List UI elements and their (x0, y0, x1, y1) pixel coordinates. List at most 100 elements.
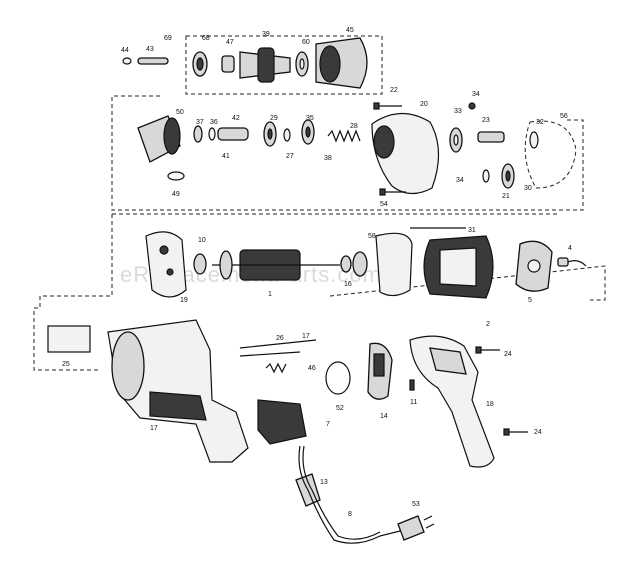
callout-10: 10 (198, 237, 206, 244)
callout-19: 19 (180, 297, 188, 304)
part-37-washer (193, 125, 203, 143)
part-2-field (423, 235, 494, 299)
callout-7: 7 (326, 421, 330, 428)
part-47-collar (221, 55, 235, 73)
callout-24: 24 (504, 351, 512, 358)
part-26-switch-link (239, 339, 317, 357)
part-44-ring (122, 57, 132, 65)
callout-13: 13 (320, 479, 328, 486)
callout-27: 27 (286, 153, 294, 160)
callout-5: 5 (528, 297, 532, 304)
part-46-spring (265, 362, 287, 374)
callout-33: 33 (454, 108, 462, 115)
part-14-switch (367, 342, 393, 400)
callout-54: 54 (380, 201, 388, 208)
callout-26: 26 (276, 335, 284, 342)
part-17-housing (107, 319, 249, 463)
part-8-cord (298, 445, 405, 544)
part-1-armature (212, 249, 340, 281)
callout-29: 29 (270, 115, 278, 122)
part-30-washer (482, 169, 490, 183)
part-58-baffle (352, 232, 413, 297)
part-33-bearing (449, 127, 463, 153)
part-23-pinion (477, 131, 505, 143)
part-36-washer (208, 127, 216, 141)
group-box-motor (33, 214, 113, 371)
part-27-washer (283, 128, 291, 142)
part-10-bearing (193, 253, 207, 275)
part-21-gear (501, 163, 515, 189)
part-19-baffle (145, 231, 187, 298)
callout-45: 45 (346, 27, 354, 34)
part-60-bearing (295, 51, 309, 77)
callout-18: 18 (486, 401, 494, 408)
callout-47: 47 (226, 39, 234, 46)
callout-20: 20 (420, 101, 428, 108)
part-54-screw (379, 188, 406, 196)
part-34-ball (468, 102, 476, 110)
part-7-switch-block (257, 399, 307, 445)
callout-35: 35 (306, 115, 314, 122)
part-16-bearing (340, 255, 352, 273)
callout-32: 32 (536, 119, 544, 126)
part-68-washer (192, 51, 208, 77)
callout-22: 22 (390, 87, 398, 94)
part-5-brush (557, 257, 587, 267)
callout-2: 2 (486, 321, 490, 328)
part-22-screw (373, 102, 402, 110)
callout-50: 50 (176, 109, 184, 116)
part-52-ring (325, 361, 351, 395)
group-box-clutch (185, 35, 383, 95)
callout-16: 16 (344, 281, 352, 288)
part-4-brush-holder (515, 240, 553, 292)
callout-42: 42 (232, 115, 240, 122)
callout-30: 30 (524, 185, 532, 192)
callout-11: 11 (410, 399, 417, 406)
callout-34b: 34 (456, 177, 464, 184)
callout-52: 52 (336, 405, 344, 412)
callout-46: 46 (308, 365, 316, 372)
callout-17b: 17 (150, 425, 158, 432)
part-42-shaft (217, 127, 249, 141)
callout-38: 38 (324, 155, 332, 162)
callout-37: 37 (196, 119, 204, 126)
callout-1: 1 (268, 291, 272, 298)
callout-8: 8 (348, 511, 352, 518)
part-20-gear-case (371, 112, 440, 195)
part-50-gear (137, 115, 181, 163)
callout-28: 28 (350, 123, 358, 130)
part-39-spindle (239, 47, 291, 83)
callout-23: 23 (482, 117, 490, 124)
callout-24b: 24 (534, 429, 542, 436)
callout-68: 68 (202, 35, 210, 42)
part-53-plug (397, 515, 435, 541)
callout-60: 60 (302, 39, 310, 46)
part-18-handle-half (409, 335, 495, 468)
group-box-motor-right (329, 265, 606, 301)
callout-34: 34 (472, 91, 480, 98)
part-49-ring (167, 171, 185, 181)
callout-4: 4 (568, 245, 572, 252)
callout-41: 41 (222, 153, 230, 160)
part-32-ring (529, 131, 539, 149)
callout-25: 25 (62, 361, 70, 368)
part-45-clutch-housing (315, 37, 368, 89)
callout-58: 58 (368, 233, 376, 240)
callout-17: 17 (302, 333, 310, 340)
callout-14: 14 (380, 413, 388, 420)
part-11-screw (409, 379, 415, 391)
callout-31: 31 (468, 227, 476, 234)
part-43-pin (137, 57, 169, 65)
callout-43: 43 (146, 46, 154, 53)
callout-44: 44 (121, 47, 129, 54)
part-24-screw-bottom (503, 428, 528, 436)
callout-49: 49 (172, 191, 180, 198)
part-24-screw-top (475, 346, 500, 354)
callout-21: 21 (502, 193, 510, 200)
callout-56: 56 (560, 113, 568, 120)
part-35-gear (301, 119, 315, 145)
part-28-spring (327, 129, 361, 143)
